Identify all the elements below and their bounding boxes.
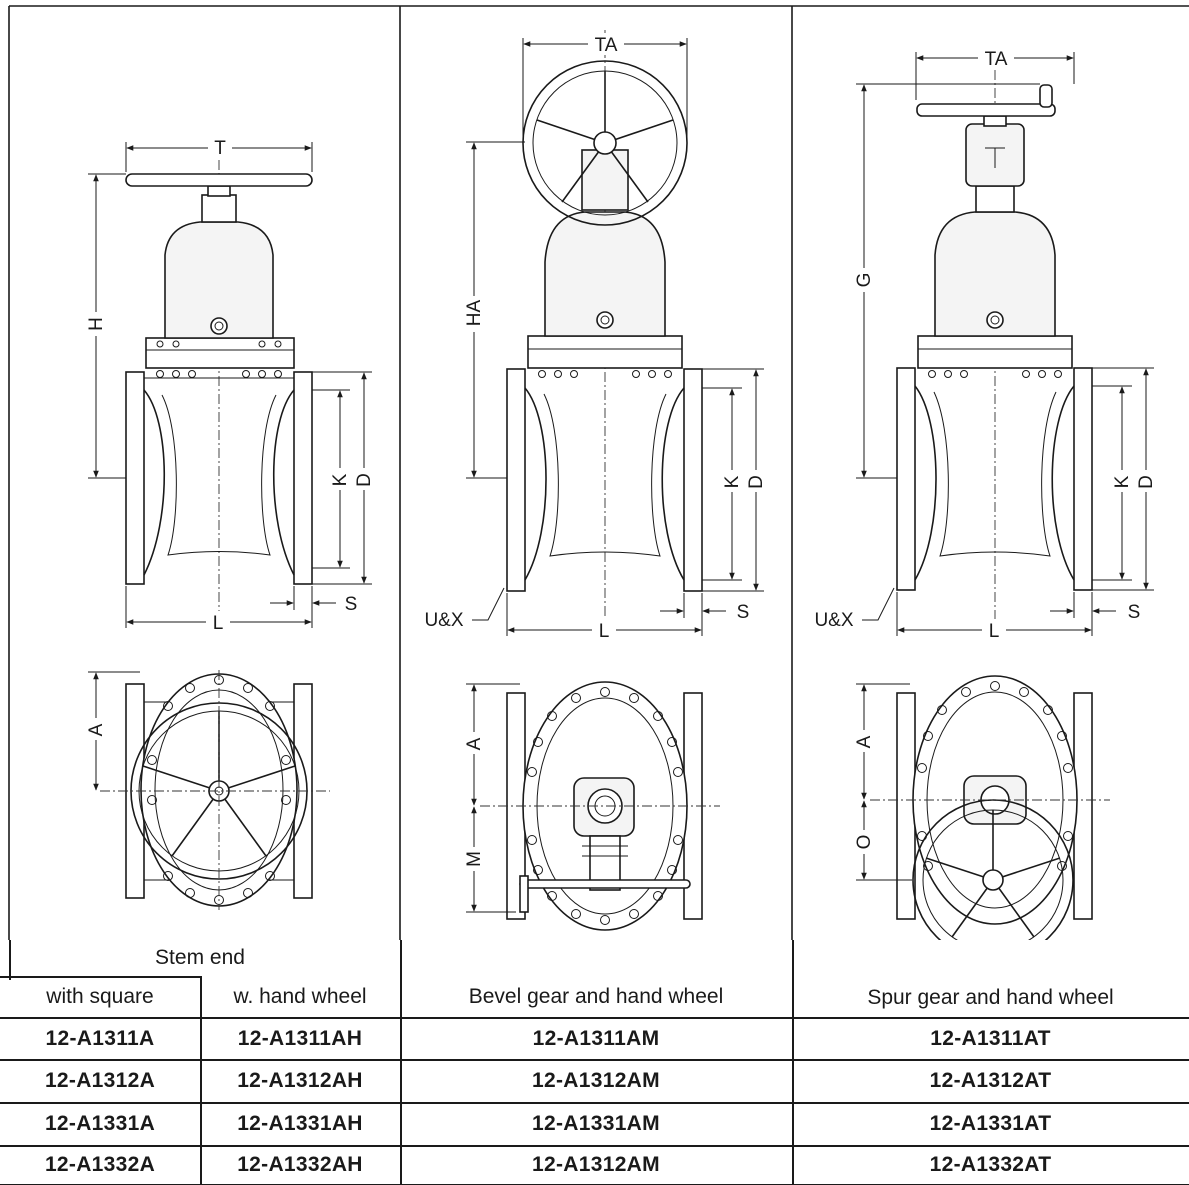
- column-header-bevel-gear: Bevel gear and hand wheel: [468, 985, 724, 1008]
- svg-text:K: K: [722, 475, 743, 488]
- svg-text:O: O: [854, 835, 875, 850]
- svg-text:S: S: [1128, 602, 1141, 623]
- svg-text:K: K: [330, 473, 351, 486]
- svg-text:D: D: [1136, 475, 1157, 489]
- front-view-handwheel-valve: [125, 160, 313, 625]
- top-view-bevel-gear-valve: [480, 681, 720, 931]
- svg-text:TA: TA: [595, 35, 618, 56]
- svg-text:G: G: [854, 273, 875, 288]
- svg-text:S: S: [737, 602, 750, 623]
- front-view-bevel-gear-valve: [506, 30, 703, 640]
- svg-text:TA: TA: [985, 49, 1008, 70]
- dimension-a-panel-1: A: [86, 671, 140, 791]
- svg-text:A: A: [854, 735, 875, 748]
- dimensions-panel-3: TA G K D S L U&X: [814, 47, 1158, 642]
- svg-text:K: K: [1112, 475, 1133, 488]
- dimensions-panel-1: T H K D S L: [86, 136, 376, 634]
- svg-text:L: L: [213, 613, 224, 634]
- table-cell: 12-A1331AM: [532, 1112, 660, 1135]
- table-cell: 12-A1311AM: [532, 1026, 660, 1050]
- table-cell: 12-A1312AH: [237, 1069, 363, 1092]
- svg-text:U&X: U&X: [814, 610, 853, 631]
- svg-text:H: H: [86, 317, 107, 331]
- table-cell: 12-A1311A: [45, 1026, 155, 1050]
- table-cell: 12-A1332AH: [237, 1153, 363, 1176]
- svg-text:D: D: [354, 473, 375, 487]
- svg-text:U&X: U&X: [424, 610, 463, 631]
- svg-text:HA: HA: [464, 299, 485, 326]
- svg-text:L: L: [599, 621, 610, 642]
- table-cell: 12-A1311AT: [930, 1026, 1051, 1050]
- dimensions-a-m-panel-2: A M: [463, 683, 520, 913]
- column-header-spur-gear: Spur gear and hand wheel: [867, 986, 1114, 1009]
- front-view-spur-gear-valve: [896, 70, 1093, 640]
- table-cell: 12-A1331AT: [929, 1112, 1052, 1135]
- table-cell: 12-A1332AT: [929, 1153, 1052, 1176]
- table-cell: 12-A1312AM: [532, 1069, 660, 1092]
- svg-text:S: S: [345, 594, 358, 615]
- dimensions-panel-2: TA HA K D S L U&X: [424, 33, 768, 642]
- svg-text:M: M: [464, 851, 485, 867]
- svg-text:L: L: [989, 621, 1000, 642]
- top-view-spur-gear-valve: [870, 675, 1110, 940]
- table-cell: 12-A1312A: [44, 1069, 156, 1092]
- table-cell: 12-A1332A: [44, 1153, 156, 1176]
- svg-text:A: A: [464, 737, 485, 750]
- svg-text:T: T: [214, 138, 226, 159]
- valve-drawings: T H K D S L: [8, 5, 1189, 940]
- table-cell: 12-A1312AM: [532, 1153, 660, 1176]
- table-cell: 12-A1312AT: [929, 1069, 1052, 1092]
- table-cell: 12-A1331A: [44, 1112, 156, 1135]
- table-cell: 12-A1311AH: [237, 1026, 363, 1050]
- svg-text:D: D: [746, 475, 767, 489]
- column-header-with-square: with square: [46, 985, 154, 1008]
- table-group-header: Stem end: [155, 946, 245, 969]
- panel-frame: [8, 5, 1189, 940]
- svg-text:A: A: [86, 723, 107, 736]
- dimensions-a-o-panel-3: A O: [853, 683, 912, 881]
- column-header-hand-wheel: w. hand wheel: [233, 985, 367, 1008]
- table-cell: 12-A1331AH: [237, 1112, 363, 1135]
- top-view-handwheel-valve: [100, 670, 330, 910]
